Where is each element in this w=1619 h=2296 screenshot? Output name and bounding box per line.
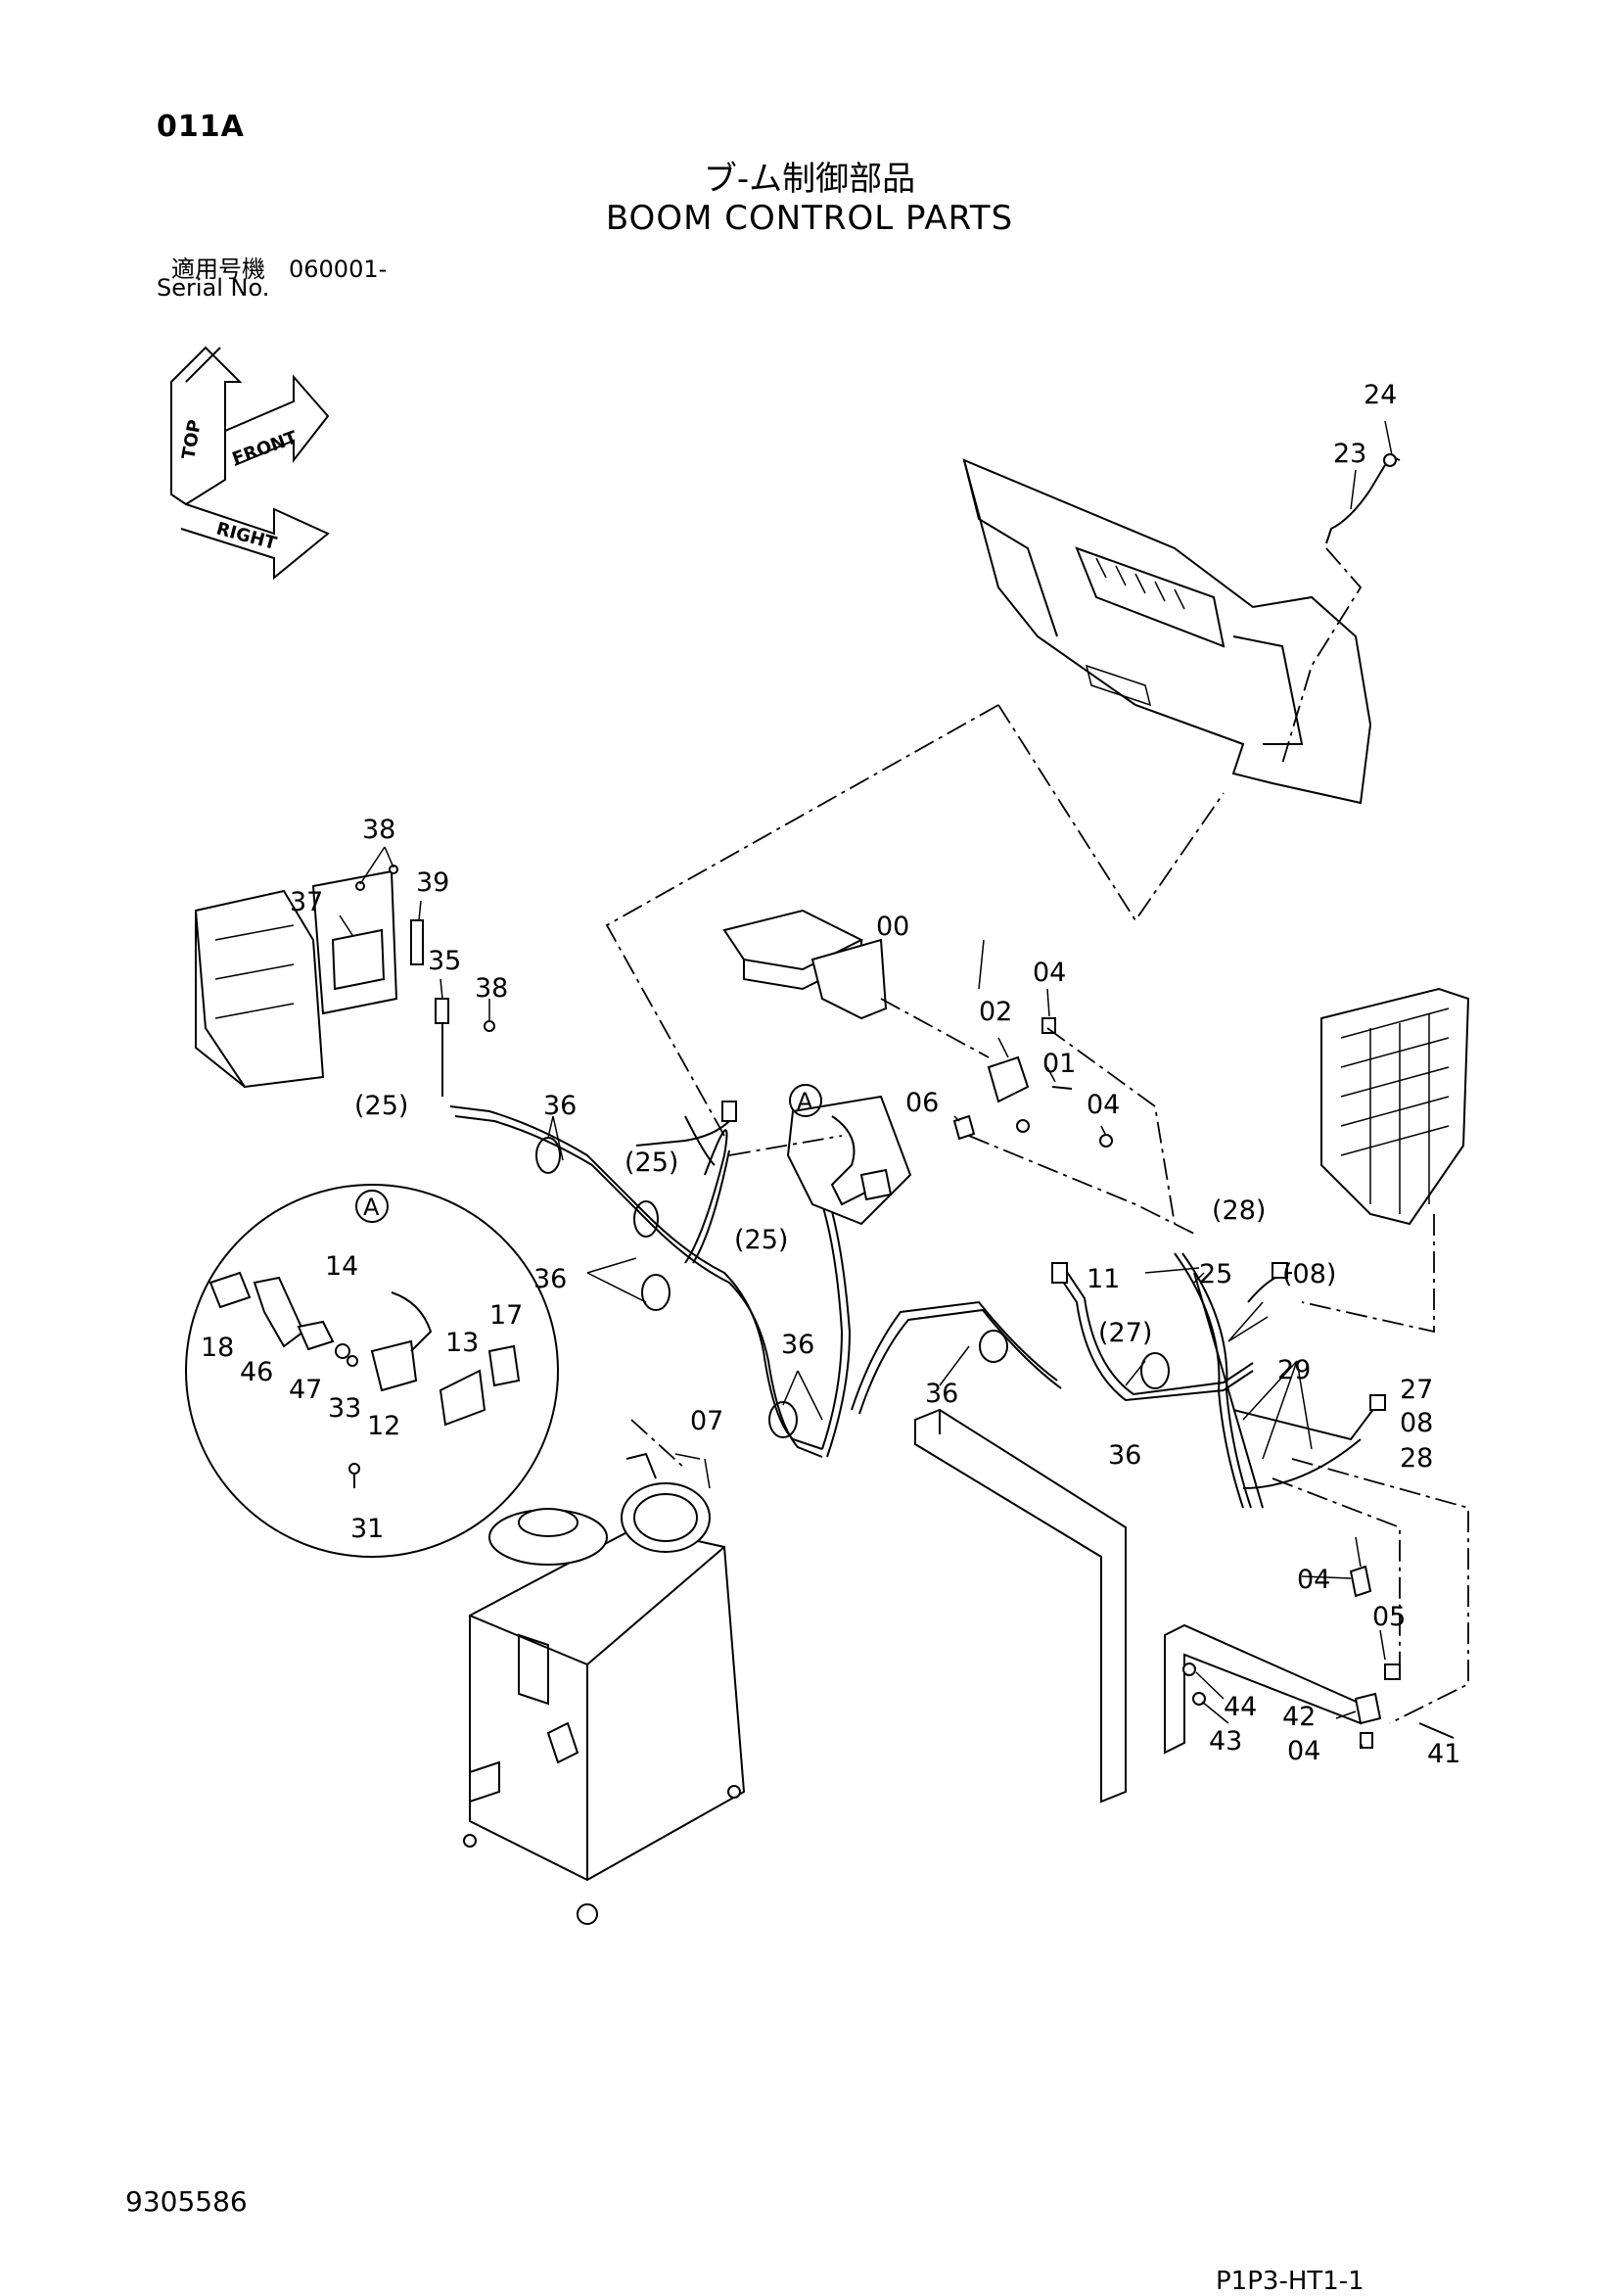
callout-leaders xyxy=(339,420,1393,1749)
title-japanese: ブ-ム制御部品 xyxy=(703,160,916,199)
callout-08: 08 xyxy=(1400,1408,1433,1438)
control-valve xyxy=(1301,987,1470,1334)
callout-23: 23 xyxy=(1333,439,1366,469)
callout-18: 18 xyxy=(201,1333,234,1363)
document-number: 9305586 xyxy=(125,2185,248,2218)
callout-47: 47 xyxy=(289,1375,322,1405)
callout-04-lower: 04 xyxy=(1297,1565,1330,1595)
callout-36-right: 36 xyxy=(925,1379,958,1409)
callout-07: 07 xyxy=(690,1406,723,1436)
detail-a-label-left: A xyxy=(363,1194,380,1221)
operator-console xyxy=(962,458,1372,805)
callout-02: 02 xyxy=(979,997,1012,1027)
callout-04-top: 04 xyxy=(1033,958,1066,988)
callout-17: 17 xyxy=(489,1300,523,1331)
callout-46: 46 xyxy=(240,1357,273,1387)
callout-25-left: (25) xyxy=(354,1091,408,1121)
detail-a-marker-left xyxy=(355,1190,389,1223)
callout-28: 28 xyxy=(1400,1443,1433,1474)
detail-a-marker-harness xyxy=(789,1084,822,1117)
sensor-23-24 xyxy=(1281,453,1401,765)
detail-a-view xyxy=(185,1184,559,1558)
callout-12: 12 xyxy=(367,1411,400,1441)
frame-member xyxy=(914,1408,1127,1804)
callout-36-center: 36 xyxy=(781,1330,814,1360)
bracket-assembly-43 xyxy=(1164,1458,1469,1755)
callout-11: 11 xyxy=(1087,1264,1120,1294)
orientation-top-label: TOP xyxy=(178,418,206,461)
callout-29: 29 xyxy=(1277,1355,1311,1385)
callout-36-left: 36 xyxy=(533,1264,567,1294)
serial-label-english: Serial No. xyxy=(157,274,270,302)
callout-44: 44 xyxy=(1224,1692,1257,1722)
serial-label-japanese: 適用号機 060001- xyxy=(171,256,388,283)
callout-42: 42 xyxy=(1282,1702,1316,1732)
callout-27-paren: (27) xyxy=(1098,1318,1152,1348)
callout-36-lower: 36 xyxy=(1108,1440,1141,1471)
callout-31: 31 xyxy=(350,1514,384,1544)
callout-38-top: 38 xyxy=(362,815,395,845)
callout-39: 39 xyxy=(416,867,449,898)
callout-06: 06 xyxy=(905,1088,939,1118)
callout-13: 13 xyxy=(445,1328,479,1358)
callout-25-mid: (25) xyxy=(624,1148,678,1178)
callout-36-upper: 36 xyxy=(543,1091,577,1121)
mounting-plate-00 xyxy=(722,909,990,1058)
callout-28-paren: (28) xyxy=(1212,1195,1266,1226)
orientation-indicator: TOP FRONT RIGHT xyxy=(170,346,330,581)
callout-00: 00 xyxy=(876,912,909,942)
callout-14: 14 xyxy=(325,1251,358,1282)
callout-43: 43 xyxy=(1209,1726,1242,1757)
title-english: BOOM CONTROL PARTS xyxy=(605,199,1014,238)
callout-05: 05 xyxy=(1372,1602,1406,1632)
callout-24: 24 xyxy=(1364,380,1397,410)
detail-a-small xyxy=(786,1095,912,1226)
wiring-harness xyxy=(449,1101,1386,1509)
callout-37: 37 xyxy=(290,887,323,917)
callout-04-mid: 04 xyxy=(1087,1090,1120,1120)
callout-27: 27 xyxy=(1400,1375,1433,1405)
detail-a-label-harness: A xyxy=(797,1088,813,1115)
callout-35: 35 xyxy=(428,946,461,976)
callout-04-bottom: 04 xyxy=(1287,1736,1320,1766)
hydraulic-tank xyxy=(463,1419,746,1925)
pressure-sensor-assembly xyxy=(952,1017,1195,1235)
sheet-reference: P1P3-HT1-1 xyxy=(1216,2267,1365,2296)
callout-01: 01 xyxy=(1042,1049,1076,1079)
callout-33: 33 xyxy=(328,1393,361,1424)
callout-25-detail: (25) xyxy=(734,1225,788,1255)
page-id: 011A xyxy=(157,110,245,144)
callout-38-right: 38 xyxy=(475,973,508,1004)
orientation-front-label: FRONT xyxy=(230,427,301,470)
callout-08-paren: (08) xyxy=(1282,1259,1336,1289)
callout-25: 25 xyxy=(1199,1259,1232,1289)
callout-41: 41 xyxy=(1427,1739,1460,1769)
left-bracket-assembly xyxy=(194,865,495,1097)
connection-leaders xyxy=(605,704,1225,1156)
